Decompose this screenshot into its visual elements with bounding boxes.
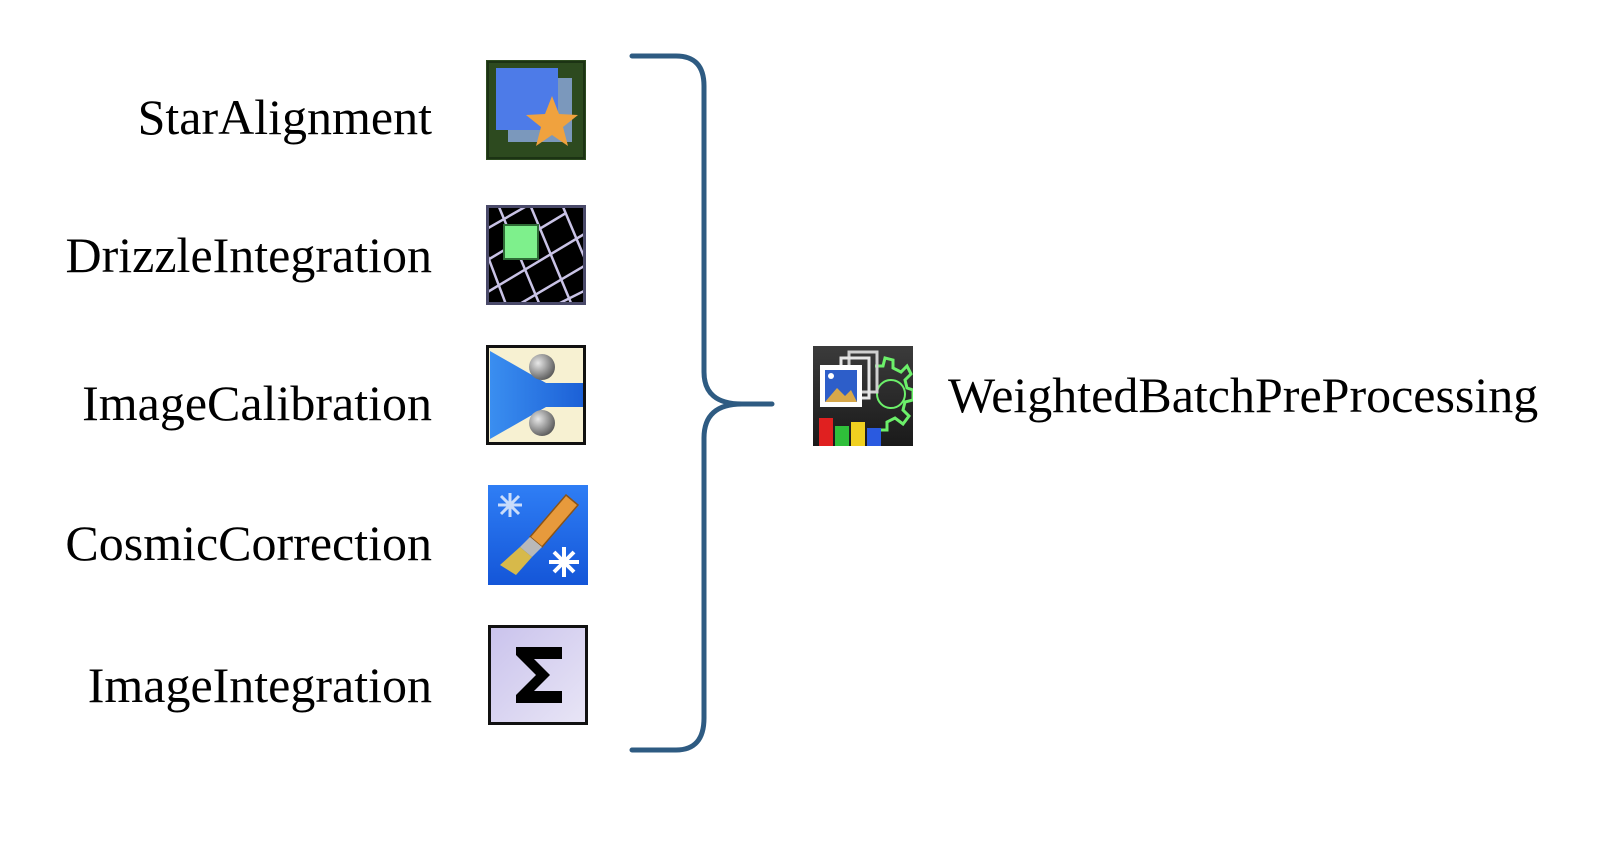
tool-label-imageintegration: ImageIntegration <box>87 657 432 713</box>
tool-label-staralignment: StarAlignment <box>137 89 432 145</box>
tool-label-cosmiccorrection: CosmicCorrection <box>65 515 432 571</box>
image-calibration-icon <box>486 345 586 445</box>
tool-label-drizzleintegration: DrizzleIntegration <box>65 227 432 283</box>
star-alignment-icon <box>486 60 586 160</box>
weighted-batch-preprocessing-icon <box>813 346 913 446</box>
target-label: WeightedBatchPreProcessing <box>948 367 1539 423</box>
tool-label-imagecalibration: ImageCalibration <box>82 375 432 431</box>
cosmic-correction-icon <box>488 485 588 585</box>
drizzle-integration-icon <box>486 205 586 305</box>
image-integration-icon <box>488 625 588 725</box>
